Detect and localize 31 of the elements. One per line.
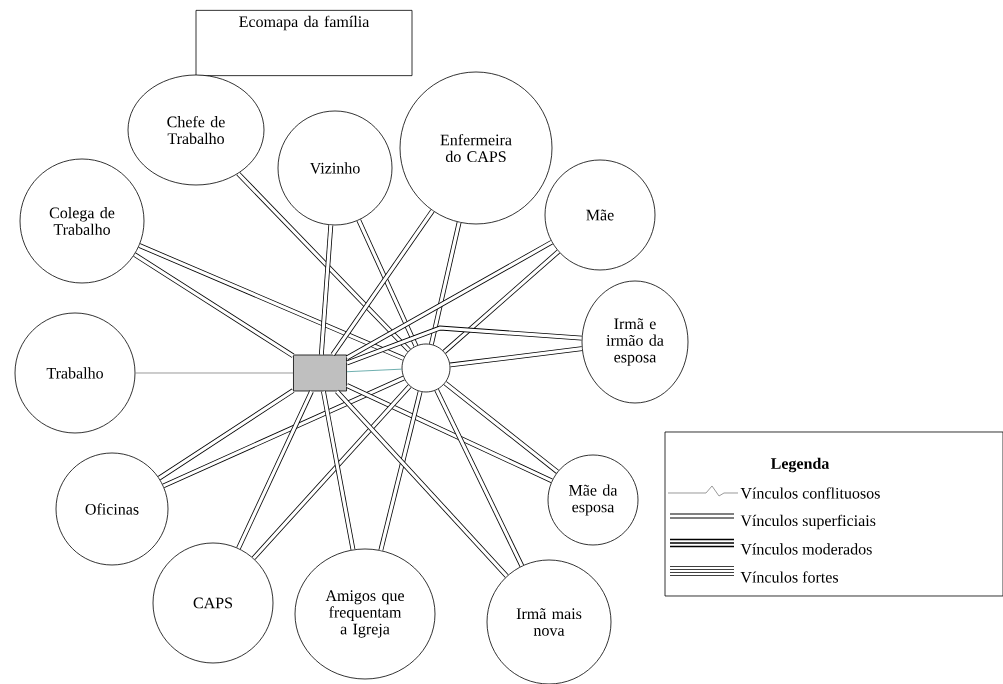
legend-text: Vínculos superficiais	[740, 514, 876, 530]
tie-line	[162, 375, 405, 489]
tie-line	[346, 368, 403, 373]
tie-line	[346, 325, 582, 366]
tie-line	[135, 372, 294, 374]
tie-line	[434, 388, 524, 567]
tie-line	[321, 390, 356, 550]
tie-line	[429, 221, 462, 345]
legend-title: Legenda	[770, 457, 830, 473]
tie-line	[236, 171, 411, 353]
tie-line	[138, 243, 405, 361]
tie-line	[356, 219, 419, 347]
title-box: Ecomapa da família	[195, 9, 413, 77]
tie-line	[449, 346, 583, 368]
person-square	[293, 354, 347, 392]
tie-line	[442, 249, 560, 354]
tie-line	[236, 390, 314, 550]
person-circle	[401, 343, 451, 393]
legend-text: Vínculos moderados	[740, 543, 872, 555]
tie-line	[133, 252, 295, 358]
tie-line	[251, 384, 412, 560]
tie-line	[443, 381, 559, 474]
legend-text: Vínculos conflituosos	[740, 487, 880, 499]
tie-line	[330, 209, 435, 356]
tie-line	[378, 391, 423, 551]
tie-line	[345, 383, 553, 484]
tie-line	[335, 389, 509, 578]
tie-line	[318, 225, 334, 355]
tie-line	[157, 388, 295, 481]
tie-line	[345, 240, 553, 360]
legend-text: Vínculos fortes	[740, 571, 839, 583]
